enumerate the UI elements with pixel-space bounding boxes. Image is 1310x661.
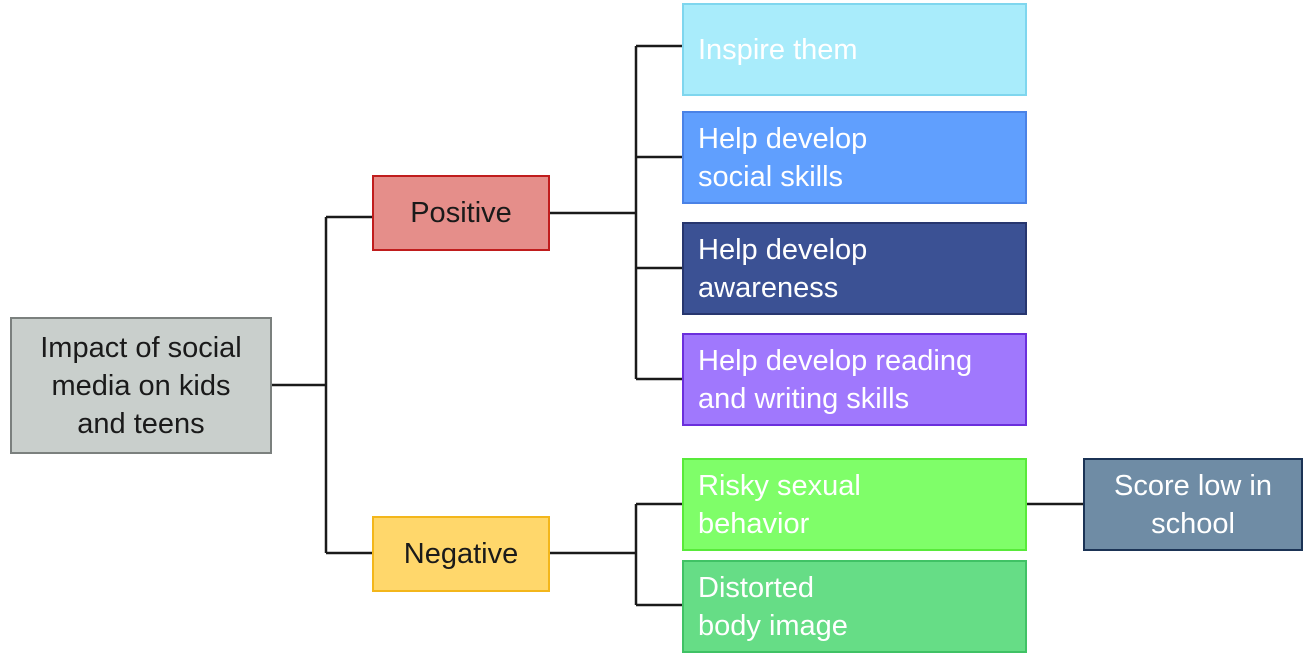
negative-node: Negative [372, 516, 550, 592]
positive-item-label: Help develop reading and writing skills [698, 344, 973, 415]
negative-item-risky-behavior: Risky sexual behavior [682, 458, 1027, 551]
root-node-label: Impact of social media on kids and teens [40, 331, 242, 440]
positive-item-inspire: Inspire them [682, 3, 1027, 96]
positive-item-reading-writing: Help develop reading and writing skills [682, 333, 1027, 426]
positive-item-label: Help develop social skills [698, 122, 868, 193]
positive-node: Positive [372, 175, 550, 251]
positive-item-awareness: Help develop awareness [682, 222, 1027, 315]
negative-subitem-school: Score low in school [1083, 458, 1303, 551]
positive-item-label: Help develop awareness [698, 233, 868, 304]
positive-item-social-skills: Help develop social skills [682, 111, 1027, 204]
positive-item-label: Inspire them [698, 33, 858, 66]
negative-item-label: Risky sexual behavior [698, 469, 861, 540]
negative-item-body-image: Distorted body image [682, 560, 1027, 653]
positive-node-label: Positive [410, 197, 512, 229]
root-node: Impact of social media on kids and teens [10, 317, 272, 454]
negative-subitem-label: Score low in school [1114, 469, 1272, 540]
negative-item-label: Distorted body image [698, 571, 848, 642]
negative-node-label: Negative [403, 538, 519, 570]
